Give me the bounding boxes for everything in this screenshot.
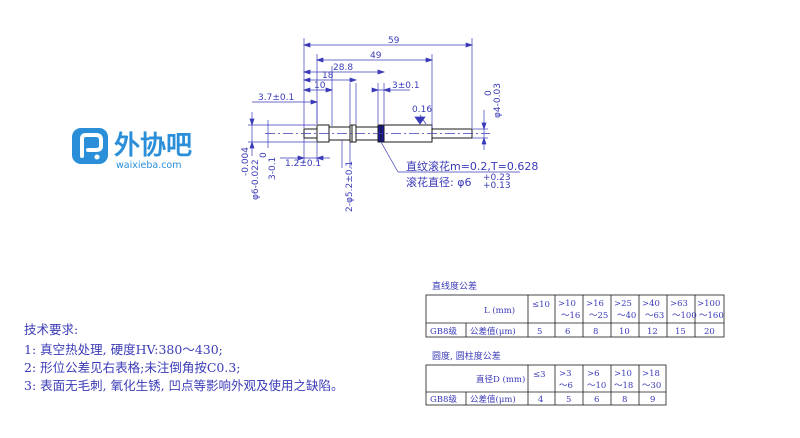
knurl-spec: 直纹滚花m=0.2,T=0.628 — [406, 159, 538, 173]
table2-range-4-b: ～18 — [614, 381, 633, 391]
runout-value: 0.16 — [412, 105, 432, 115]
dim-phi6-left: φ6-0.022 — [251, 159, 261, 200]
requirement-2: 2: 形位公差见右表格;未注倒角按C0.3; — [24, 360, 241, 375]
table1-range-2-b: ～16 — [561, 311, 580, 321]
logo: 外协吧 waixieba.com — [72, 128, 192, 171]
table2-range-3-b: ～10 — [587, 381, 606, 391]
table2-row2-label: 公差值(μm) — [470, 394, 516, 405]
table1-grade: GB8级 — [430, 326, 457, 337]
table2-value-4: 8 — [622, 395, 627, 405]
table2-range-1-a: ≤3 — [533, 370, 546, 380]
dim-3-7: 3.7±0.1 — [258, 93, 294, 103]
table1-range-5-a: >40 — [642, 299, 660, 309]
dim-10: 10 — [314, 81, 326, 91]
table2-row1-label: 直径D (mm) — [476, 374, 525, 385]
left-dimensions — [248, 112, 351, 168]
table1-range-6-b: ～100 — [672, 311, 697, 321]
table1-range-7-a: >100 — [697, 299, 720, 309]
table2-ranges: ≤3 >3 ～6 >6 ～10 >10 ～18 >18 ～30 — [533, 369, 661, 391]
runout-callout — [414, 114, 427, 125]
dim-3-zero: 0 — [259, 152, 269, 158]
table1-value-4: 10 — [619, 327, 630, 337]
dim-59: 59 — [388, 36, 400, 46]
logo-icon — [72, 128, 108, 164]
dim-3-right: 3±0.1 — [392, 81, 420, 91]
table1-values: 5 6 8 10 12 15 20 — [537, 327, 715, 337]
table1-value-7: 20 — [704, 327, 715, 337]
knurl-leader — [380, 141, 520, 173]
dim-phi4-zero: 0 — [484, 90, 494, 96]
dim-3-neg: 3-0.1 — [268, 157, 278, 180]
table2-caption: 圆度, 圆柱度公差 — [432, 350, 501, 362]
straightness-table: 直线度公差 L (mm) GB8级 公差值(μm) ≤10 >10 ～16 >1… — [425, 280, 725, 338]
dim-2-phi5-2: 2-φ5.2±0.1 — [345, 161, 355, 212]
technical-requirements: 技术要求: 1: 真空热处理, 硬度HV:380～430; 2: 形位公差见右表… — [24, 322, 344, 393]
table1-range-3-a: >16 — [586, 299, 604, 309]
table1-range-4-b: ～40 — [617, 311, 636, 321]
table2-value-3: 6 — [594, 395, 599, 405]
top-dimensions — [252, 38, 474, 128]
table1-range-6-a: >63 — [670, 299, 688, 309]
requirements-title: 技术要求: — [24, 322, 78, 337]
knurl-diameter: 滚花直径: φ6 — [406, 175, 471, 189]
dim-18: 18 — [322, 71, 334, 81]
table2-value-1: 4 — [538, 395, 543, 405]
table1-value-5: 12 — [647, 327, 658, 337]
table2-values: 4 5 6 8 9 — [538, 395, 655, 405]
dim-28-8: 28.8 — [333, 63, 353, 73]
phi4-dimension — [472, 110, 488, 150]
table1-ranges: ≤10 >10 ～16 >16 ～25 >25 ～40 >40 ～63 >63 … — [532, 299, 724, 321]
table1-caption: 直线度公差 — [432, 280, 477, 292]
table1-range-4-a: >25 — [614, 299, 632, 309]
table2-value-5: 9 — [650, 395, 655, 405]
table2-range-5-a: >18 — [642, 369, 660, 379]
table1-row1-label: L (mm) — [484, 305, 515, 316]
table1-range-7-b: ～160 — [699, 311, 724, 321]
table2-range-2-a: >3 — [559, 369, 572, 379]
knurl-tol-up: +0.23 — [483, 173, 511, 183]
knurl-tol-dn: +0.13 — [483, 181, 511, 191]
table1-value-3: 8 — [593, 327, 598, 337]
table2-range-2-b: ～6 — [559, 381, 573, 391]
roundness-table: 圆度, 圆柱度公差 直径D (mm) GB8级 公差值(μm) ≤3 >3 ～6… — [425, 350, 667, 406]
table2-value-2: 5 — [566, 395, 571, 405]
table2-range-3-a: >6 — [587, 369, 600, 379]
table2-grade: GB8级 — [430, 394, 457, 405]
table1-row2-label: 公差值(μm) — [470, 326, 516, 337]
table1-range-2-a: >10 — [558, 299, 576, 309]
logo-name: 外协吧 — [114, 131, 192, 161]
table2-range-4-a: >10 — [614, 369, 632, 379]
table1-value-6: 15 — [675, 327, 686, 337]
dim-phi4: φ4-0.03 — [493, 83, 503, 118]
dim-phi6-left-tol: -0.004 — [241, 147, 251, 176]
table2-range-5-b: ～30 — [642, 381, 661, 391]
dim-49: 49 — [370, 51, 382, 61]
table1-range-5-b: ～63 — [645, 311, 664, 321]
table1-value-2: 6 — [565, 327, 570, 337]
requirement-3: 3: 表面无毛刺, 氧化生锈, 凹点等影响外观及使用之缺陷。 — [24, 378, 344, 393]
dim-1-2: 1.2±0.1 — [285, 159, 321, 169]
logo-url: waixieba.com — [116, 160, 182, 171]
requirement-1: 1: 真空热处理, 硬度HV:380～430; — [24, 342, 223, 357]
table1-range-3-b: ～25 — [589, 311, 608, 321]
table1-range-1-a: ≤10 — [532, 300, 550, 310]
table1-value-1: 5 — [537, 327, 542, 337]
